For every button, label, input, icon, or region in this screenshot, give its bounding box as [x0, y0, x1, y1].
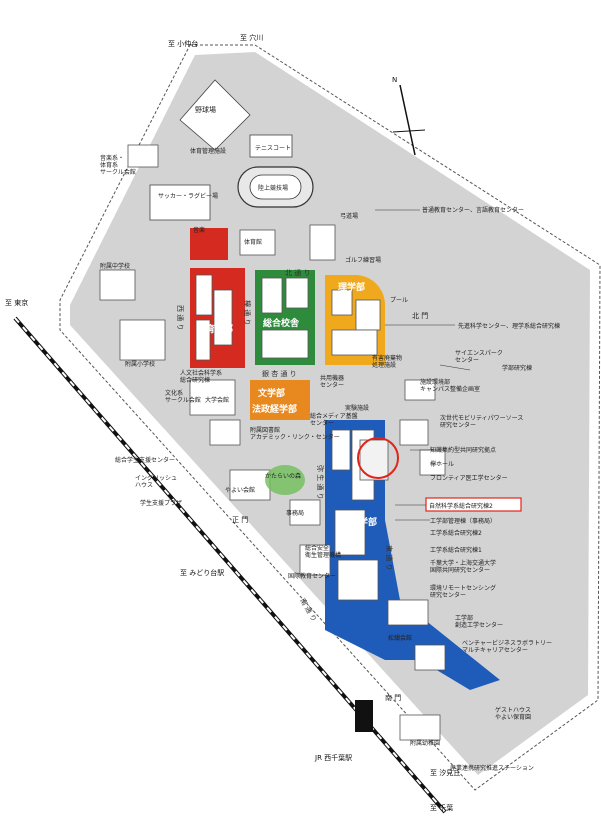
lbl-jhs: 附属中学校 [100, 262, 130, 270]
lbl-english-house: イングリッシュハウス [135, 474, 177, 489]
compass-north: N [392, 76, 397, 84]
zone-education-label: 教育学部 [196, 323, 233, 335]
railway-line [13, 316, 447, 814]
dir-top-left: 至 小仲台 [168, 39, 198, 48]
road-ginkgo: 銀 杏 通 り [262, 369, 297, 378]
lbl-yayoi-hall: やよい会館 [225, 486, 255, 494]
zone-law-econ-label: 法政経学部 [252, 403, 297, 415]
lbl-advanced: 先進科学センター、理学系総合研究棟 [458, 322, 560, 330]
lbl-shared-research: 知識集約型共同研究拠点 [430, 446, 496, 454]
track-field[interactable] [237, 166, 314, 208]
compass: N [392, 76, 426, 156]
lbl-circle: 文化系サークル会館 [165, 389, 201, 404]
lbl-media: 総合メディア基盤センター [310, 412, 358, 427]
soccer-field[interactable] [149, 184, 211, 221]
lbl-pool: プール [390, 297, 408, 304]
lbl-library: 附属図書館アカデミック・リンク・センター [250, 426, 340, 441]
zone-science-label: 理学部 [338, 281, 365, 293]
lbl-general-edu: 普通教育センター、言語教育センター [422, 206, 524, 214]
zone-letters[interactable] [250, 380, 310, 420]
highlight-label-box [425, 497, 522, 512]
lbl-safety: 総合安全衛生管理機構 [305, 544, 341, 559]
lbl-student-plaza: 学生支援プラザ [140, 499, 182, 507]
lbl-guest: ゲストハウスやよい保育園 [495, 706, 531, 721]
lbl-ceramics: 有害廃棄物処理施設 [372, 354, 402, 369]
lbl-tennis: テニスコート [255, 145, 291, 152]
road-yayoi: 弥 生 通 り [316, 465, 325, 500]
lbl-venture-career: ベンチャービジネスラボラトリーマルチキャリアセンター [462, 639, 552, 654]
lbl-frontier: フロンティア医工学センター [430, 474, 508, 482]
lbl-gym-mgmt: 体育管理施設 [190, 147, 226, 155]
zone-general-label: 総合校舎 [263, 317, 300, 329]
lbl-shared: 共用機器センター [320, 374, 344, 389]
gate-south: 南 門 [385, 693, 401, 702]
lbl-archery: 弓道場 [340, 212, 358, 220]
highlight-circle[interactable] [357, 437, 399, 479]
lbl-gym: 体育館 [244, 238, 262, 246]
lbl-eng-research2: 工学系総合研究棟2 [430, 529, 482, 537]
lbl-chiba-shanghai: 千葉大学・上海交通大学国際共同研究センター [430, 559, 496, 574]
lbl-club: 音楽系・体育系サークル会館 [100, 154, 136, 176]
dir-left: 至 東京 [5, 298, 28, 307]
lbl-science-park: サイエンスパークセンター [455, 350, 503, 364]
lbl-hall: 大学会館 [205, 396, 229, 404]
lbl-remote: 環境リモートセンシング研究センター [430, 584, 496, 599]
dir-bottom-right: 至 千葉 [430, 803, 453, 812]
road-nishi: 西 通 り [176, 305, 185, 330]
baseball-field[interactable] [179, 79, 251, 151]
road-keyaki: 欅 通 り [243, 300, 252, 325]
lbl-soccer: サッカー・ラグビー場 [158, 192, 218, 200]
lbl-humanities: 人文社会科学系総合研究棟 [180, 369, 222, 384]
lbl-eng-mgmt: 工学部管理棟（事務局） [430, 517, 496, 525]
forest-area[interactable] [265, 465, 305, 495]
tennis-courts[interactable] [249, 134, 293, 158]
lbl-highlighted[interactable]: 自然科学系総合研究棟2 [429, 502, 493, 510]
lbl-health: 総合学生支援センター [115, 456, 175, 464]
lbl-eng-research1: 工学系総合研究棟1 [430, 546, 482, 554]
dir-top: 至 穴川 [240, 33, 263, 42]
station-label: JR 西千葉駅 [314, 753, 352, 762]
lbl-eng-creative: 工学部創造工学センター [455, 614, 503, 629]
lbl-golf: ゴルフ練習場 [345, 256, 381, 264]
gate-main: 正 門 [232, 516, 248, 524]
leader-lines [375, 209, 471, 521]
gate-north: 北 門 [412, 312, 428, 320]
lbl-electrical: 実験施設 [345, 404, 369, 412]
lbl-music: 音楽 [193, 226, 205, 234]
road-higashi: 東 通 り [385, 545, 394, 570]
zone-education-music[interactable] [190, 228, 228, 260]
lbl-forest: かたらいの森 [265, 472, 301, 480]
lbl-matsudo: 松韻会館 [388, 634, 412, 642]
lbl-mutual: 次世代モビリティパワーソース研究センター [440, 414, 523, 429]
dir-bottom-left: 至 みどり台駅 [180, 568, 224, 577]
zone-engineering-label: 工学部 [350, 516, 377, 528]
dir-bottom: 至 汐見丘 [430, 768, 460, 777]
lbl-industry: 産業連携研究推進ステーション [450, 764, 534, 772]
lbl-office: 事務局 [286, 509, 304, 517]
buildings [99, 144, 446, 741]
station-box [355, 700, 373, 732]
lbl-track: 陸上競技場 [258, 184, 288, 192]
lbl-baseball: 野球場 [195, 105, 216, 114]
lbl-kindergarten: 附属幼稚園 [410, 739, 440, 747]
road-north: 北 通 り [285, 268, 310, 277]
zone-letters-label: 文学部 [257, 387, 285, 399]
lbl-es: 附属小学校 [125, 360, 155, 368]
lbl-science-bldg: 学部研究棟 [502, 364, 532, 372]
lbl-plant: 施設環境部キャンパス整備企画室 [420, 378, 480, 393]
lbl-intl: 国際教育センター [288, 572, 336, 580]
lbl-keyaki-hall: 欅ホール [430, 460, 454, 468]
